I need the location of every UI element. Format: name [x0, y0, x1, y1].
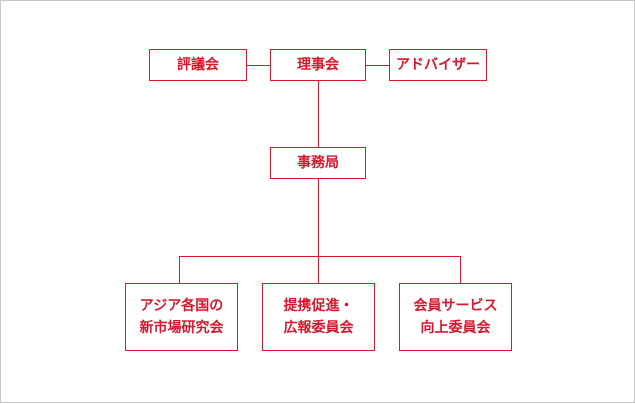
- committee-box-member-service: 会員サービス 向上委員会: [399, 283, 512, 351]
- committee-box-asia-market: アジア各国の 新市場研究会: [125, 283, 238, 351]
- board-box: 理事会: [270, 49, 366, 81]
- committee-label-line2: 新市場研究会: [139, 320, 224, 336]
- advisor-box: アドバイザー: [389, 49, 487, 81]
- committee-label-line1: 会員サービス: [413, 298, 498, 314]
- council-box: 評議会: [149, 49, 247, 81]
- secretariat-box: 事務局: [270, 147, 366, 179]
- board-label: 理事会: [297, 57, 339, 73]
- committee-label-line2: 向上委員会: [420, 320, 491, 336]
- committee-label-line2: 広報委員会: [283, 320, 354, 336]
- committee-box-partnership-pr: 提携促進・ 広報委員会: [262, 283, 375, 351]
- committee-label-line1: 提携促進・: [283, 298, 354, 314]
- committee-label-line1: アジア各国の: [139, 298, 224, 314]
- advisor-label: アドバイザー: [396, 57, 480, 73]
- council-label: 評議会: [177, 57, 219, 73]
- secretariat-label: 事務局: [297, 155, 339, 171]
